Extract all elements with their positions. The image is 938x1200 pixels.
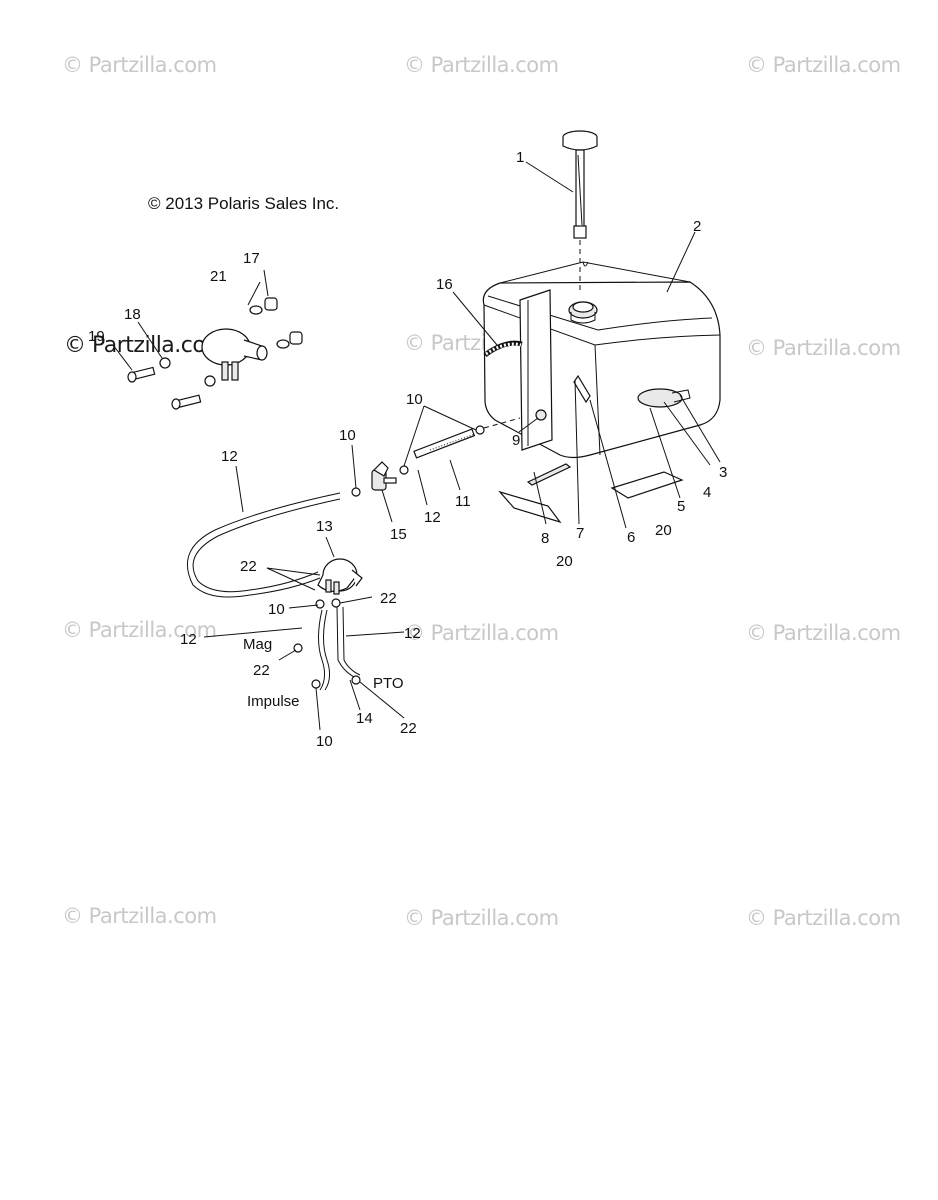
pump-hoses[interactable] (293, 598, 361, 691)
watermark: © Partzilla.com (404, 53, 559, 77)
annotation-mag: Mag (243, 636, 272, 653)
watermark: © Partzilla.com (62, 618, 217, 642)
callout-20: 20 (556, 553, 573, 570)
callout-15: 15 (390, 526, 407, 543)
callout-8: 8 (541, 530, 549, 547)
callout-19: 19 (88, 328, 105, 345)
callout-10: 10 (268, 601, 285, 618)
vent-hose[interactable] (483, 340, 523, 358)
watermark: © Partzilla.com (404, 621, 559, 645)
annotation-impulse: Impulse (247, 693, 300, 710)
fuel-pump[interactable] (317, 558, 363, 595)
callout-22: 22 (253, 662, 270, 679)
callout-18: 18 (124, 306, 141, 323)
tank-straps[interactable] (498, 463, 684, 524)
callout-21: 21 (210, 268, 227, 285)
copyright-notice: © 2013 Polaris Sales Inc. (148, 194, 339, 213)
leader-lines (112, 161, 721, 731)
watermark-dark: © Partzilla.com (64, 333, 226, 358)
callout-12: 12 (404, 625, 421, 642)
callout-14: 14 (356, 710, 373, 727)
annotation-pto: PTO (373, 675, 404, 692)
pump-mount-hardware[interactable] (127, 297, 303, 410)
callout-3: 3 (719, 464, 727, 481)
callout-9: 9 (512, 432, 520, 449)
filler-cap-assembly[interactable] (562, 130, 598, 290)
watermark: © Partzilla.com (62, 53, 217, 77)
callout-7: 7 (576, 525, 584, 542)
watermark: © Partzilla.com (746, 336, 901, 360)
callout-2: 2 (693, 218, 701, 235)
callout-10: 10 (339, 427, 356, 444)
callout-22: 22 (240, 558, 257, 575)
watermark: © Partzilla.com (746, 906, 901, 930)
callout-1: 1 (516, 149, 524, 166)
callout-11: 11 (455, 493, 471, 510)
callout-labels: 1 2 3 4 5 6 7 8 9 10 10 10 10 11 12 12 1… (88, 149, 727, 750)
callout-13: 13 (316, 518, 333, 535)
callout-20: 20 (655, 522, 672, 539)
callout-10: 10 (406, 391, 423, 408)
fuel-hose-loop[interactable] (186, 492, 341, 598)
callout-6: 6 (627, 529, 635, 546)
callout-22: 22 (380, 590, 397, 607)
callout-5: 5 (677, 498, 685, 515)
fuel-tank[interactable] (482, 261, 721, 459)
callout-12: 12 (180, 631, 197, 648)
callout-12: 12 (424, 509, 441, 526)
fuel-fitting[interactable] (399, 417, 521, 475)
watermark: © Partzilla.com (62, 904, 217, 928)
callout-12: 12 (221, 448, 238, 465)
shutoff-valve[interactable] (351, 461, 397, 497)
callout-4: 4 (703, 484, 711, 501)
watermark-layer: © Partzilla.com © Partzilla.com © Partzi… (62, 53, 901, 930)
callout-17: 17 (243, 250, 260, 267)
callout-22: 22 (400, 720, 417, 737)
watermark: © Partzilla.com (746, 621, 901, 645)
callout-10: 10 (316, 733, 333, 750)
callout-16: 16 (436, 276, 453, 293)
watermark: © Partzilla.com (404, 906, 559, 930)
watermark: © Partzilla.com (746, 53, 901, 77)
